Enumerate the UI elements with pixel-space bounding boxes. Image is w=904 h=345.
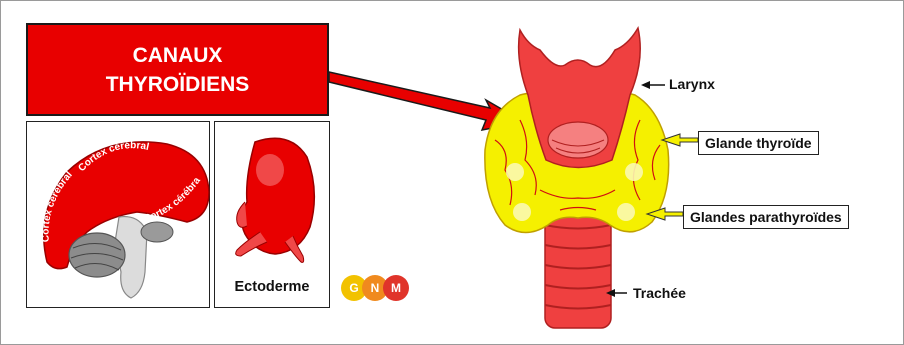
trachea-label: Trachée	[633, 285, 686, 301]
larynx-label: Larynx	[669, 76, 715, 92]
parathyroid-label: Glandes parathyroïdes	[683, 205, 849, 229]
thyroid-label: Glande thyroïde	[698, 131, 819, 155]
